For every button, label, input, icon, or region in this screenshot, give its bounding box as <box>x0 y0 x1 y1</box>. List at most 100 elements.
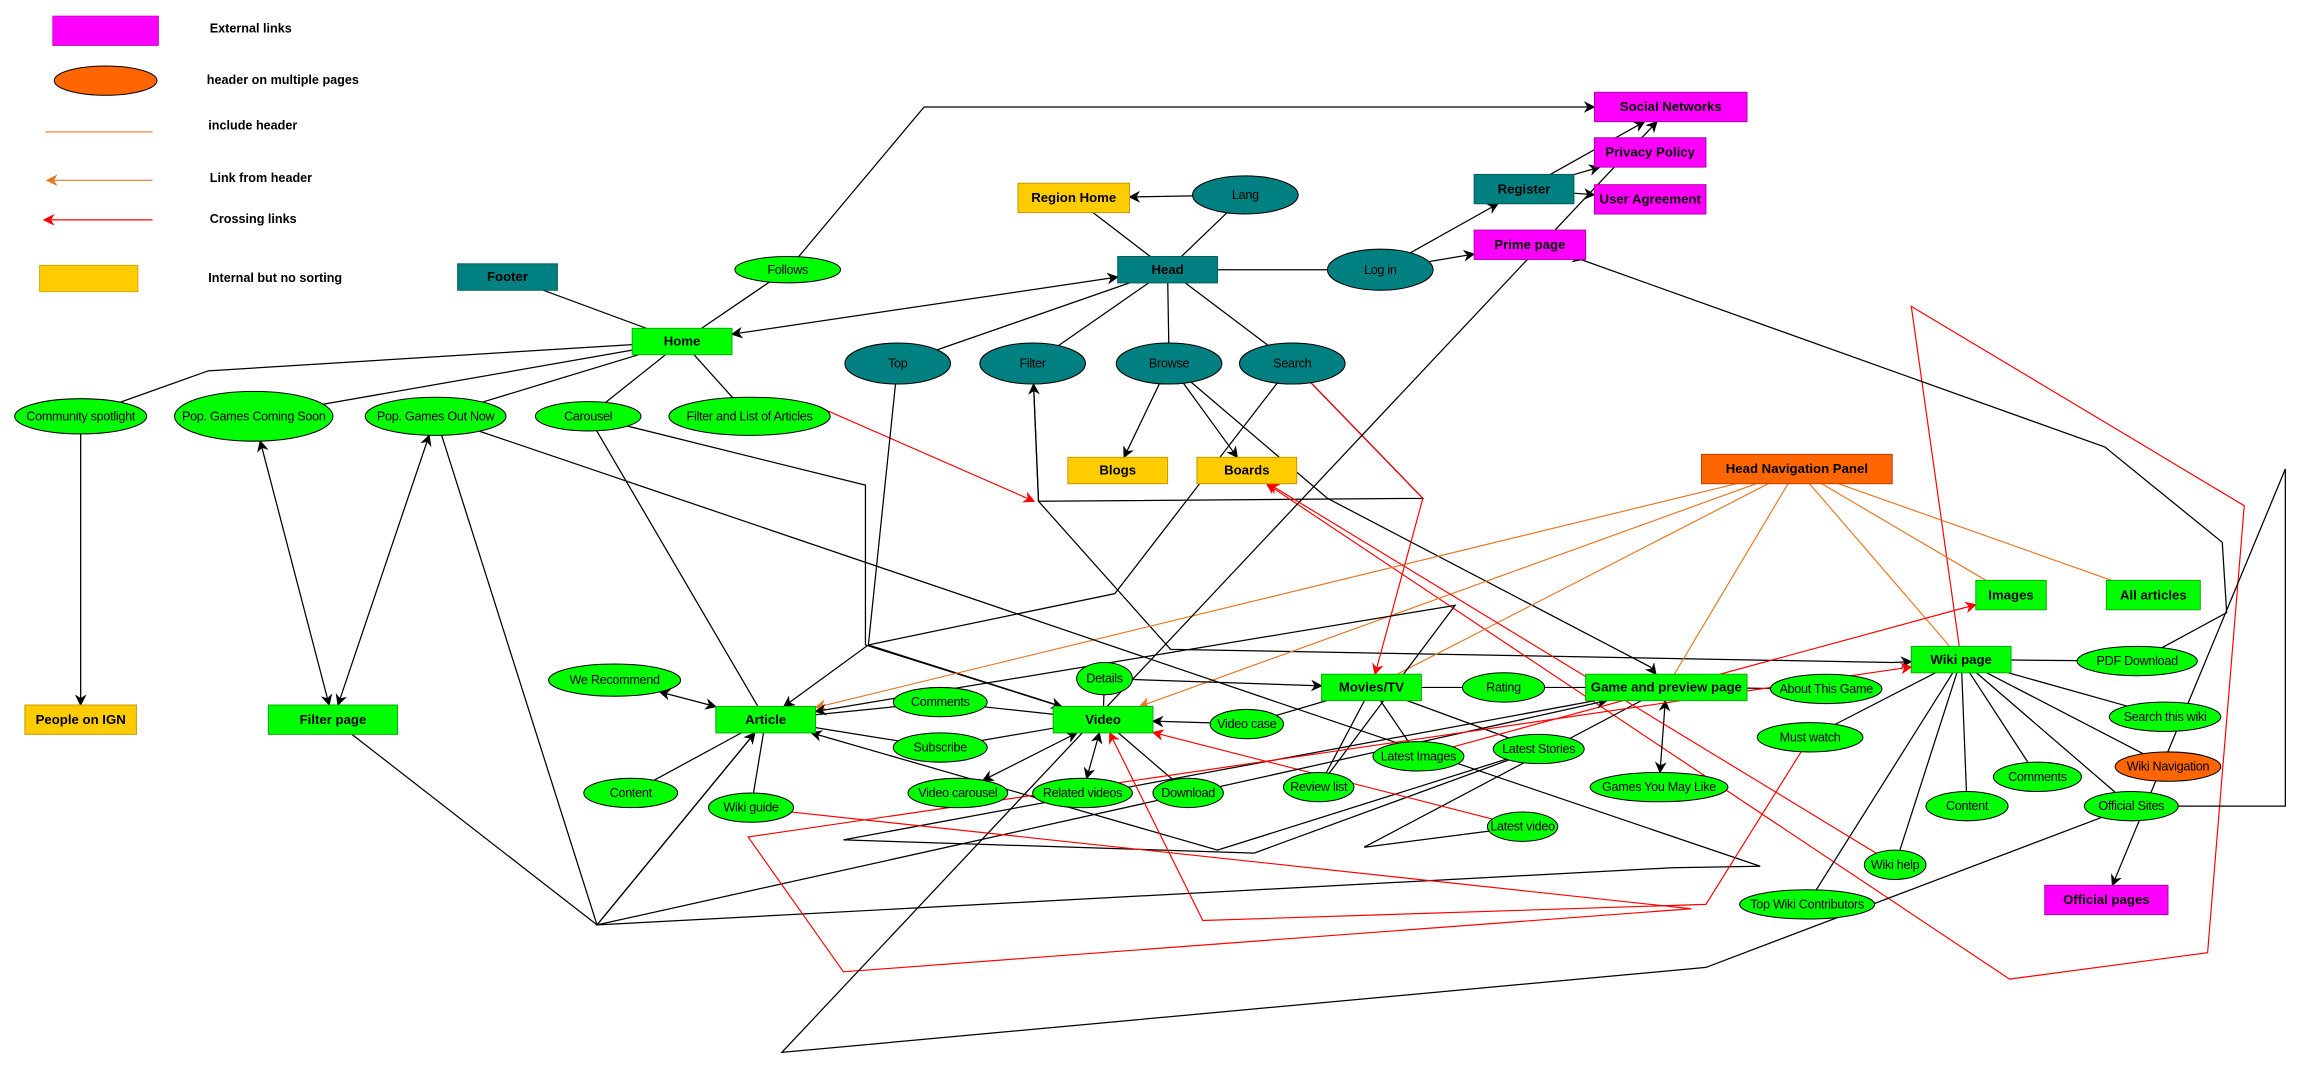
node-label: Video <box>1085 712 1121 727</box>
node-useragree[interactable]: User Agreement <box>1593 184 1707 215</box>
node-pdfdownload[interactable]: PDF Download <box>2076 645 2198 677</box>
ellipse-shape <box>1209 708 1284 740</box>
node-article[interactable]: Article <box>715 705 817 734</box>
ellipse-shape <box>548 663 682 697</box>
node-relatedvideos[interactable]: Related videos <box>1032 777 1133 809</box>
node-filterpage[interactable]: Filter page <box>267 704 399 735</box>
node-content_w[interactable]: Content <box>1925 790 2009 822</box>
box-shape <box>2105 579 2201 611</box>
node-label: Wiki guide <box>723 801 779 815</box>
node-carousel[interactable]: Carousel <box>534 401 642 432</box>
node-label: Latest Stories <box>1502 742 1575 756</box>
node-label: Privacy Policy <box>1605 145 1695 160</box>
node-head[interactable]: Head <box>1117 255 1218 284</box>
node-wikinav[interactable]: Wiki Navigation <box>2114 751 2222 782</box>
legend-item-link-from-header: Link from header <box>45 171 312 187</box>
edge-search-to-article <box>782 382 1278 708</box>
node-gamesyoumay[interactable]: Games You May Like <box>1589 771 1729 803</box>
node-filter[interactable]: Filter <box>979 342 1086 385</box>
node-prime[interactable]: Prime page <box>1473 229 1587 260</box>
box-shape <box>1473 173 1575 205</box>
node-latestnews[interactable]: Latest Stories <box>1492 733 1585 765</box>
node-video[interactable]: Video <box>1052 705 1154 734</box>
node-label: Games You May Like <box>1602 780 1716 794</box>
node-peopleign[interactable]: People on IGN <box>24 704 137 735</box>
node-topwiki[interactable]: Top Wiki Contributors <box>1739 889 1876 920</box>
node-comments_a[interactable]: Comments <box>892 686 988 718</box>
node-lang[interactable]: Lang <box>1192 175 1299 215</box>
node-regionhome[interactable]: Region Home <box>1017 182 1130 214</box>
node-headnav[interactable]: Head Navigation Panel <box>1701 453 1893 485</box>
node-label: We Recommend <box>570 673 660 687</box>
node-social[interactable]: Social Networks <box>1593 91 1748 123</box>
node-subscribe[interactable]: Subscribe <box>892 732 988 763</box>
node-blogs[interactable]: Blogs <box>1067 456 1169 485</box>
node-label: Wiki help <box>1871 858 1920 872</box>
box-shape <box>2044 884 2169 916</box>
node-comingsoon[interactable]: Pop. Games Coming Soon <box>174 390 334 442</box>
edge-register-to-useragree <box>1573 188 1596 200</box>
node-content_a[interactable]: Content <box>583 777 679 809</box>
node-follows[interactable]: Follows <box>734 255 842 284</box>
node-register[interactable]: Register <box>1473 173 1575 205</box>
node-allarticles[interactable]: All articles <box>2105 579 2201 611</box>
node-login[interactable]: Log in <box>1326 248 1434 291</box>
node-latestvideo[interactable]: Latest video <box>1486 811 1559 842</box>
node-aboutgame[interactable]: About This Game <box>1769 673 1883 705</box>
box-shape <box>1473 229 1587 260</box>
node-mustwatch[interactable]: Must watch <box>1756 722 1864 753</box>
edge-headnav-to-images <box>1821 483 1987 581</box>
node-rating[interactable]: Rating <box>1461 672 1546 703</box>
ellipse-shape <box>2114 751 2222 782</box>
edge-wikipage-to-content_w <box>1961 672 1968 792</box>
legend-label: Internal but no sorting <box>208 271 342 285</box>
edge-wikipage-to-wikinav <box>1986 672 2144 755</box>
node-werecommend[interactable]: We Recommend <box>548 663 682 697</box>
edge-carousel-to-article <box>596 430 759 707</box>
node-privacy[interactable]: Privacy Policy <box>1593 137 1707 168</box>
node-download[interactable]: Download <box>1152 777 1224 809</box>
node-officialsites[interactable]: Official Sites <box>2083 790 2179 822</box>
node-images[interactable]: Images <box>1975 579 2047 611</box>
node-outnow[interactable]: Pop. Games Out Now <box>364 396 507 436</box>
node-wikiguide[interactable]: Wiki guide <box>707 792 795 823</box>
node-browse[interactable]: Browse <box>1115 342 1223 385</box>
node-videocarousel[interactable]: Video carousel <box>907 777 1009 809</box>
node-wikipage[interactable]: Wiki page <box>1910 645 2012 674</box>
ellipse-shape <box>1769 673 1883 705</box>
node-home[interactable]: Home <box>631 327 733 356</box>
node-details[interactable]: Details <box>1076 662 1133 696</box>
edge-home-to-filterlist <box>693 354 734 399</box>
node-search[interactable]: Search <box>1238 342 1346 385</box>
node-label: Head <box>1151 262 1183 277</box>
node-filterlist[interactable]: Filter and List of Articles <box>668 396 831 436</box>
edge-wikipage-to-pdfdownload <box>2011 659 2078 662</box>
node-wikihelp[interactable]: Wiki help <box>1863 849 1927 880</box>
node-searchwiki[interactable]: Search this wiki <box>2108 701 2222 732</box>
node-comments_w[interactable]: Comments <box>1992 761 2082 793</box>
node-moviestv[interactable]: Movies/TV <box>1321 673 1422 702</box>
node-label: Rating <box>1486 681 1521 695</box>
node-boards[interactable]: Boards <box>1196 456 1298 485</box>
node-latestimages[interactable]: Latest Images <box>1372 741 1465 772</box>
node-label: Official Sites <box>2098 799 2164 813</box>
node-footer[interactable]: Footer <box>457 263 558 291</box>
node-officialpages[interactable]: Official pages <box>2044 884 2169 916</box>
edge-home-to-comingsoon <box>322 349 633 405</box>
node-community[interactable]: Community spotlight <box>14 398 148 435</box>
node-label: Must watch <box>1780 730 1841 744</box>
node-videocase[interactable]: Video case <box>1209 708 1284 740</box>
ellipse-shape <box>1076 662 1133 696</box>
edge-article-to-content_a <box>653 732 742 781</box>
edge-follows-to-social <box>798 101 1596 258</box>
ellipse-shape <box>174 390 334 442</box>
box-shape <box>1701 453 1893 485</box>
node-top[interactable]: Top <box>844 342 952 385</box>
ellipse-shape <box>2083 790 2179 822</box>
node-gamepage[interactable]: Game and preview page <box>1585 673 1748 702</box>
node-reviewlist[interactable]: Review list <box>1282 771 1355 803</box>
ellipse-shape <box>1326 248 1434 291</box>
node-label: People on IGN <box>36 712 126 727</box>
edge-home-to-carousel <box>605 354 666 403</box>
node-label: Blogs <box>1099 463 1136 478</box>
